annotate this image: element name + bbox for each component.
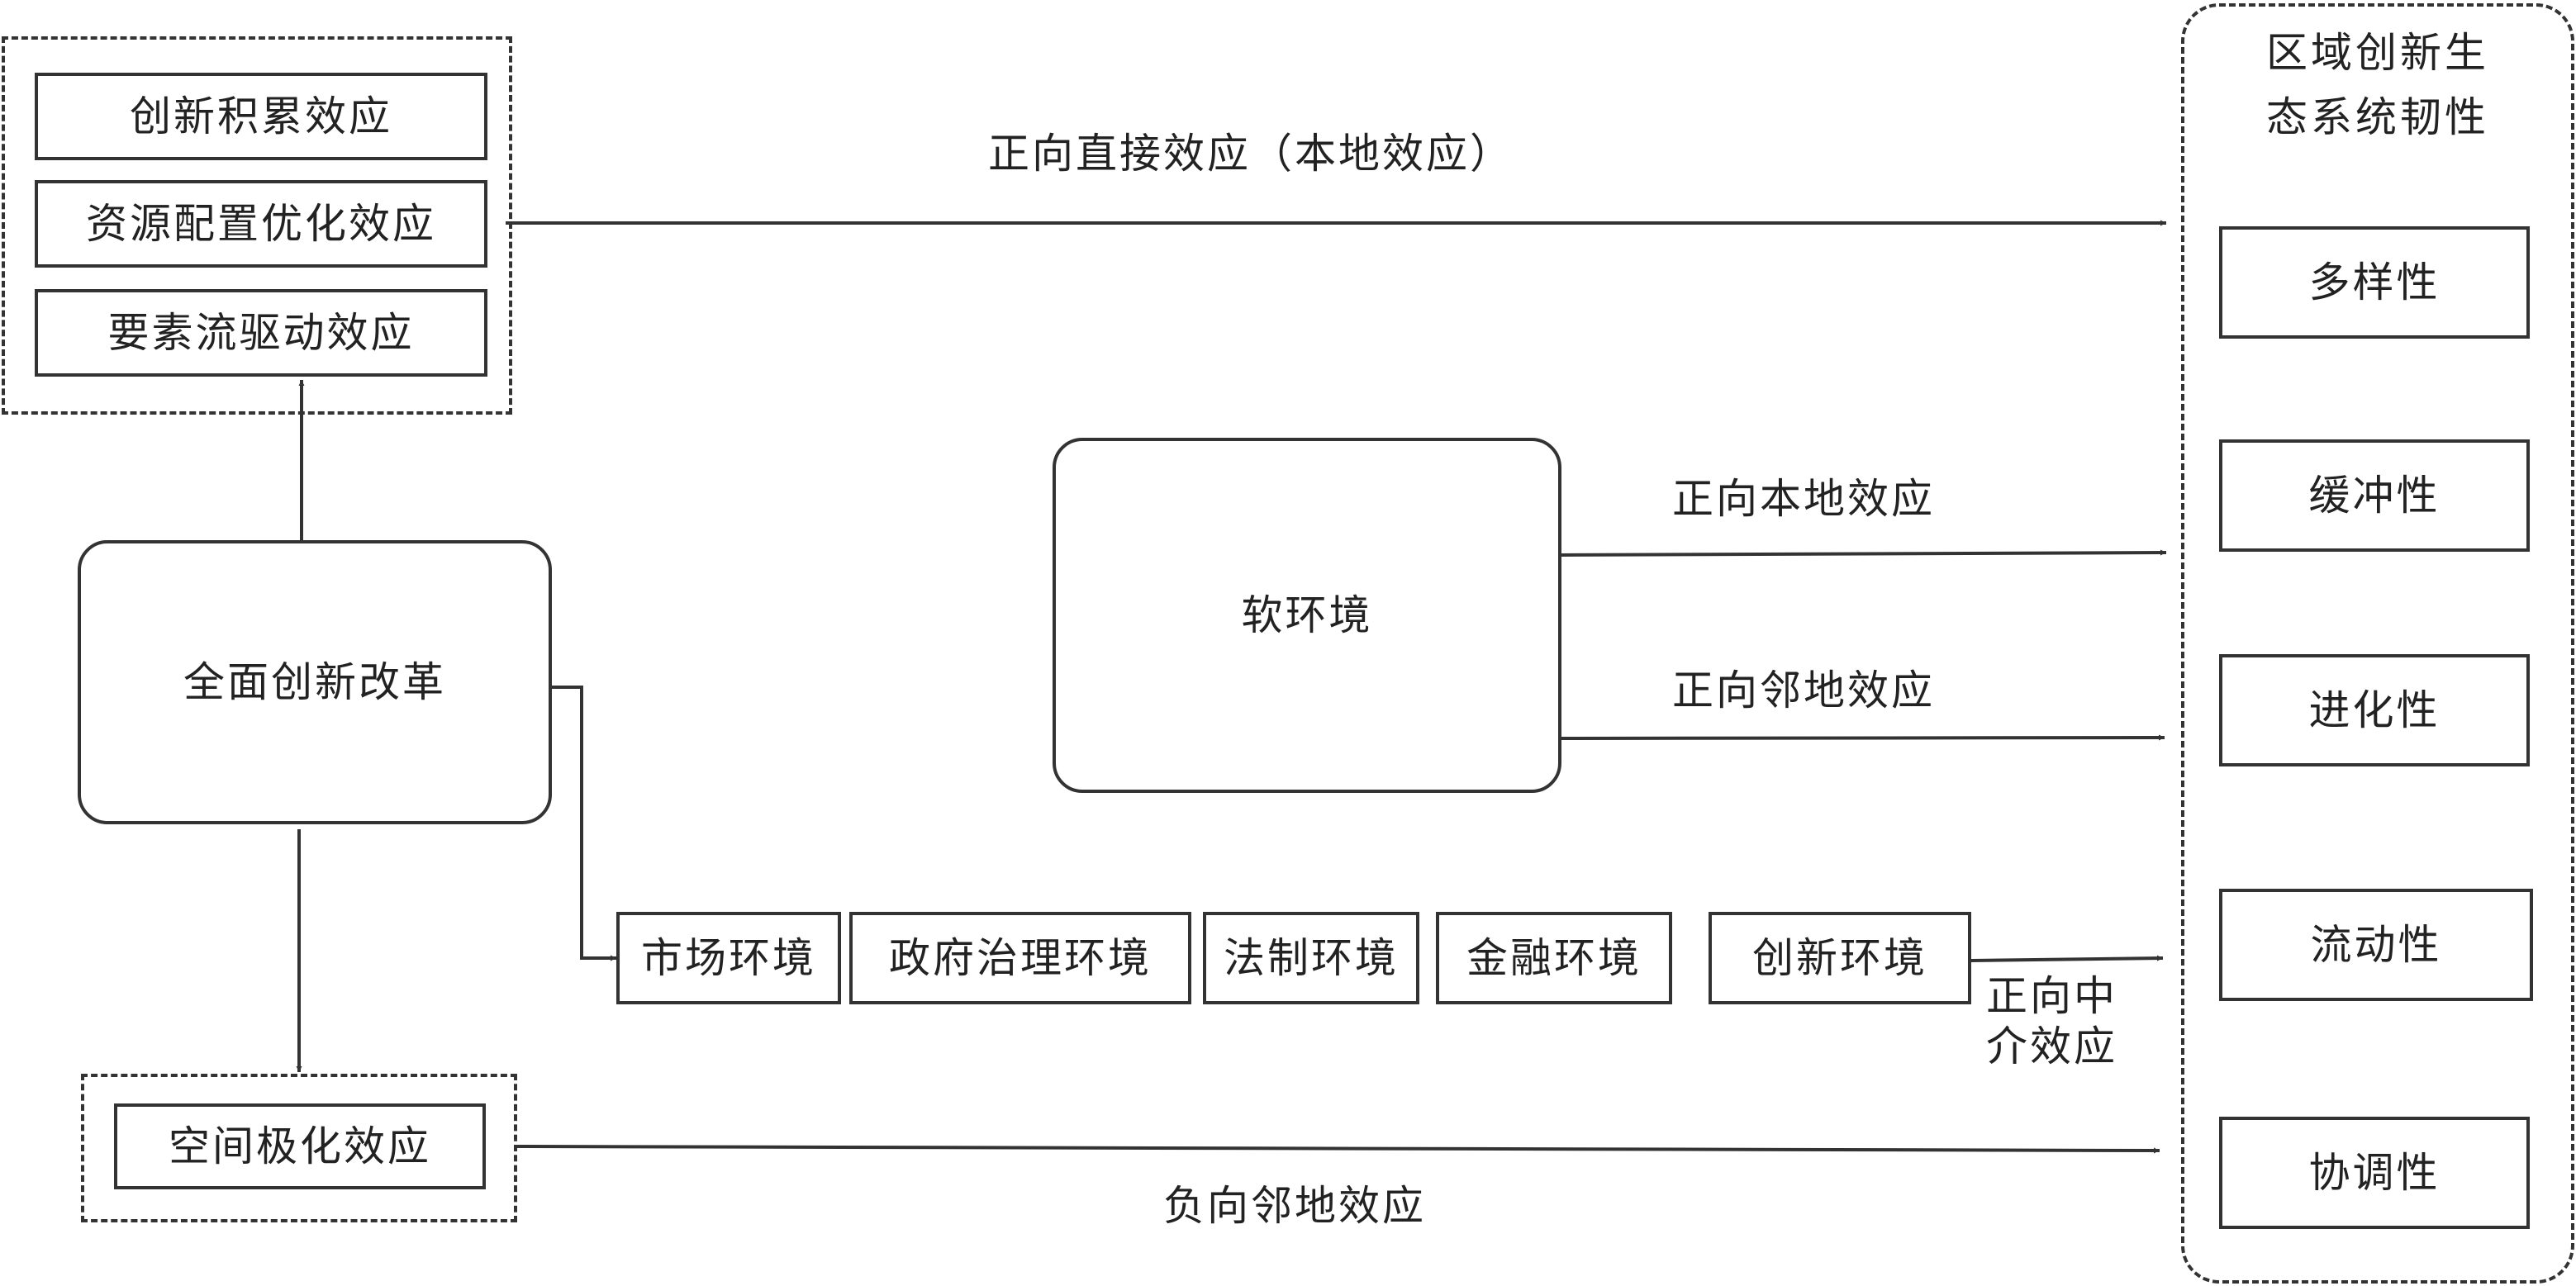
mechanism-box-allocation: 资源配置优化效应 [35,180,487,268]
arrow-negative-neighbor-effect [515,1145,2160,1154]
arrow-reform-to-environments [552,686,616,961]
env-box-legal: 法制环境 [1203,912,1419,1004]
env-box-innovation: 创新环境 [1709,912,1971,1004]
arrow-mediation-effect [1970,955,2164,962]
spatial-polarization-box: 空间极化效应 [114,1103,486,1189]
env-box-finance: 金融环境 [1436,912,1672,1004]
dimension-box-mobility: 流动性 [2219,889,2533,1001]
edge-label-direct: 正向直接效应（本地效应） [988,130,1514,178]
resilience-title-line1: 区域创新生 [2266,29,2489,77]
edge-label-neighbor: 正向邻地效应 [1672,667,1935,714]
dimension-box-coordination: 协调性 [2219,1117,2530,1229]
resilience-panel-title: 区域创新生 态系统韧性 [2181,21,2574,149]
arrow-local-effect [1559,549,2167,557]
edge-label-local: 正向本地效应 [1672,475,1935,523]
resilience-panel [2181,3,2574,1284]
dimension-box-diversity: 多样性 [2219,226,2530,339]
dimension-box-evolution: 进化性 [2219,654,2530,766]
edge-label-negative: 负向邻地效应 [1163,1182,1426,1230]
env-box-market: 市场环境 [616,912,841,1004]
soft-environment-node: 软环境 [1053,438,1561,793]
mechanism-box-factor-flow: 要素流驱动效应 [35,289,487,377]
mechanism-box-accumulation: 创新积累效应 [35,73,487,160]
resilience-title-line2: 态系统韧性 [2266,93,2489,141]
dimension-box-buffering: 缓冲性 [2219,439,2530,552]
spatial-group [81,1074,517,1222]
reform-node: 全面创新改革 [78,540,552,824]
edge-label-mediation: 正向中介效应 [1986,972,2117,1070]
env-box-government: 政府治理环境 [849,912,1191,1004]
mechanism-group [2,36,512,415]
